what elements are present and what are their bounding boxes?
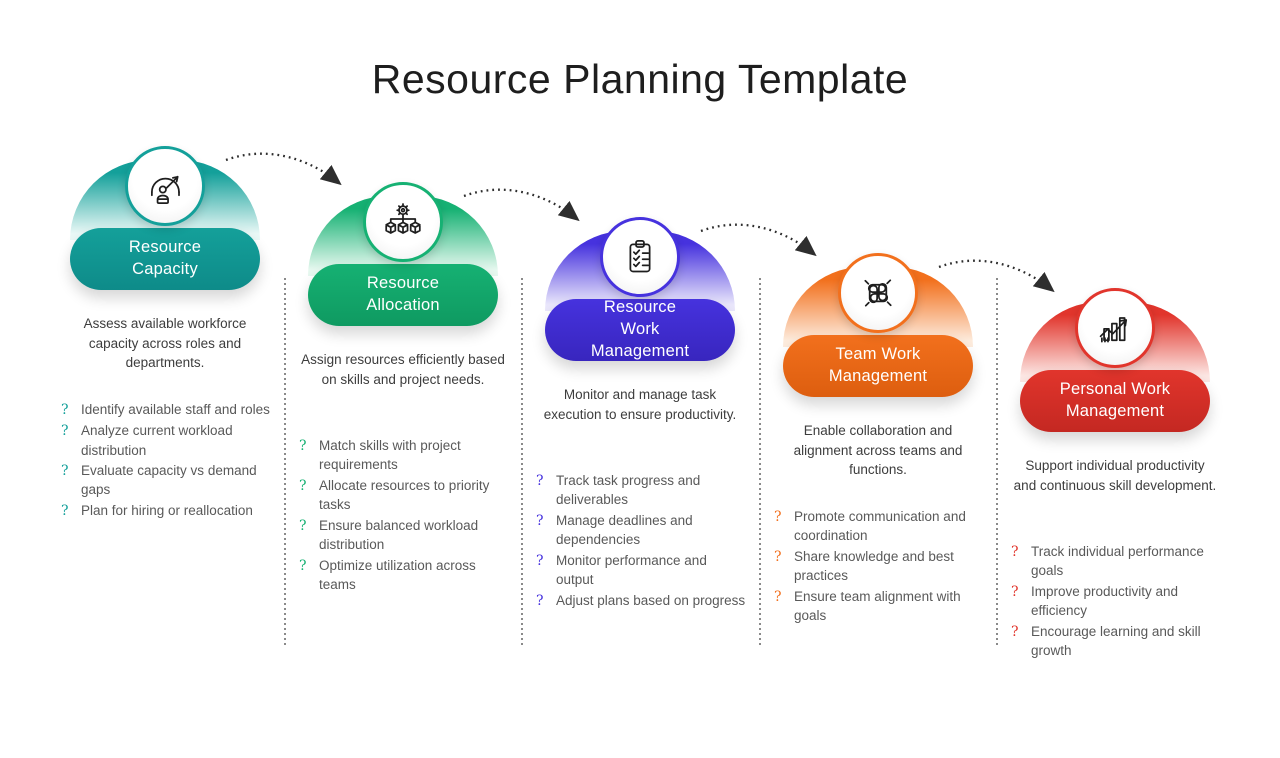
list-item: ? Allocate resources to priority tasks: [299, 476, 511, 515]
stage-title: Resource Capacity: [128, 238, 202, 278]
stage-description: Assess available workforce capacity acro…: [83, 316, 247, 371]
list-item-text: Plan for hiring or reallocation: [81, 502, 253, 518]
stage-title: Resource Work Management: [590, 298, 690, 360]
list-item: ? Promote communication and coordination: [774, 507, 986, 546]
list-item-text: Share knowledge and best practices: [794, 548, 954, 584]
bullet-question-marker: ?: [536, 552, 544, 569]
stage-item-list: ? Track individual performance goals ? Imp…: [1011, 542, 1223, 662]
bullet-question-marker: ?: [536, 473, 544, 489]
flow-arrow-icon: [463, 188, 580, 222]
list-item: ? Identify available staff and roles: [61, 400, 273, 420]
team-hands-icon: [838, 253, 918, 333]
stage-title: Resource Allocation: [366, 274, 440, 314]
gear-cubes-icon: [363, 182, 443, 262]
list-item-text: Encourage learning and skill growth: [1031, 623, 1201, 659]
list-item: ? Encourage learning and skill growth: [1011, 622, 1223, 661]
clipboard-checklist-icon: [600, 217, 680, 297]
stage-description: Support individual productivity and cont…: [1013, 458, 1217, 493]
list-item: ? Track individual performance goals: [1011, 542, 1223, 581]
stage-item-list: ?Match skills with project requirements …: [299, 436, 511, 596]
list-item: ? Plan for hiring or reallocation: [61, 501, 273, 521]
bullet-question-marker: ?: [536, 592, 544, 609]
list-item: ? Match skills with project requirements: [299, 436, 511, 475]
list-item: ? Manage deadlines and dependencies: [536, 511, 748, 550]
list-item-text: Monitor performance and output: [556, 552, 707, 588]
stage-column-resource-work-management: Resource Work Management Monitor and man…: [530, 217, 750, 687]
stage-description: Assign resources efficiently based on sk…: [301, 352, 505, 387]
bullet-question-marker: ?: [1011, 544, 1019, 560]
stage-description: Enable collaboration and alignment acros…: [793, 423, 963, 478]
bullet-question-marker: ?: [774, 588, 782, 605]
list-item-text: Allocate resources to priority tasks: [319, 477, 490, 513]
column-divider: [521, 278, 523, 648]
stage-description: Monitor and manage task execution to ens…: [543, 387, 737, 422]
stage-column-resource-capacity: Resource Capacity Assess available workf…: [55, 146, 275, 616]
bullet-question-marker: ?: [61, 502, 69, 519]
list-item-text: Ensure team alignment with goals: [794, 588, 961, 624]
stage-column-team-work-management: Team Work Management Enable collaboratio…: [768, 253, 988, 723]
bullet-question-marker: ?: [774, 509, 782, 525]
list-item: ? Ensure team alignment with goals: [774, 587, 986, 626]
flow-arrow-icon: [225, 152, 342, 186]
column-divider: [759, 278, 761, 648]
list-item-text: Evaluate capacity vs demand gaps: [81, 463, 257, 498]
list-item-text: Identify available staff and roles: [81, 402, 270, 417]
stage-column-personal-work-management: Personal Work Management Support individ…: [1005, 288, 1225, 758]
stage-column-resource-allocation: Resource Allocation Assign resources eff…: [293, 182, 513, 652]
list-item-text: Adjust plans based on progress: [556, 592, 746, 608]
stage-title: Personal Work Management: [1059, 380, 1171, 420]
page-title: Resource Planning Template: [371, 56, 909, 102]
bullet-question-marker: ?: [61, 402, 69, 418]
flow-arrow-icon: [700, 223, 817, 257]
list-item: ? Track task progress and deliverables: [536, 471, 748, 510]
capacity-gauge-icon: [125, 146, 205, 226]
list-item: ? Improve productivity and efficiency: [1011, 582, 1223, 621]
bullet-question-marker: ?: [299, 517, 307, 534]
list-item-text: Promote communication and coordination: [794, 509, 966, 544]
bullet-question-marker: ?: [536, 512, 544, 529]
growth-bars-arrow-icon: [1075, 288, 1155, 368]
list-item-text: Track individual performance goals: [1031, 544, 1204, 579]
stage-title-pill: Resource Capacity: [70, 228, 260, 290]
bullet-question-marker: ?: [299, 557, 307, 574]
list-item: ? Analyze current workload distribution: [61, 421, 273, 460]
stage-title-pill: Team Work Management: [783, 335, 973, 397]
list-item: ? Evaluate capacity vs demand gaps: [61, 461, 273, 500]
list-item-text: Analyze current workload distribution: [81, 423, 233, 458]
list-item: ? Share knowledge and best practices: [774, 547, 986, 586]
stage-title: Team Work Management: [828, 345, 928, 385]
stage-title-pill: Resource Work Management: [545, 298, 735, 361]
list-item: ? Adjust plans based on progress: [536, 591, 748, 611]
bullet-question-marker: ?: [61, 423, 69, 440]
list-item-text: Match skills with project requirements: [319, 438, 461, 473]
list-item: ? Ensure balanced workload distribution: [299, 516, 511, 555]
bullet-question-marker: ?: [61, 463, 69, 480]
list-item-text: Improve productivity and efficiency: [1031, 583, 1179, 619]
bullet-question-marker: ?: [1011, 623, 1019, 640]
stage-title-pill: Resource Allocation: [308, 264, 498, 326]
bullet-question-marker: ?: [299, 438, 307, 454]
stage-item-list: ? Identify available staff and roles ? Ana…: [61, 400, 273, 522]
bullet-question-marker: ?: [774, 548, 782, 565]
column-divider: [284, 278, 286, 648]
stage-title-pill: Personal Work Management: [1020, 370, 1210, 432]
list-item: ? Optimize utilization across teams: [299, 556, 511, 595]
list-item-text: Track task progress and deliverables: [556, 473, 701, 508]
stage-item-list: ?Promote communication and coordination …: [774, 507, 986, 627]
bullet-question-marker: ?: [1011, 583, 1019, 600]
list-item-text: Optimize utilization across teams: [319, 557, 476, 593]
list-item: ? Monitor performance and output: [536, 551, 748, 590]
stage-item-list: ? Track task progress and deliverables ? M…: [536, 471, 748, 612]
bullet-question-marker: ?: [299, 477, 307, 494]
list-item-text: Manage deadlines and dependencies: [556, 512, 693, 548]
column-divider: [996, 278, 998, 648]
list-item-text: Ensure balanced workload distribution: [319, 517, 479, 553]
flow-arrow-icon: [938, 259, 1055, 293]
